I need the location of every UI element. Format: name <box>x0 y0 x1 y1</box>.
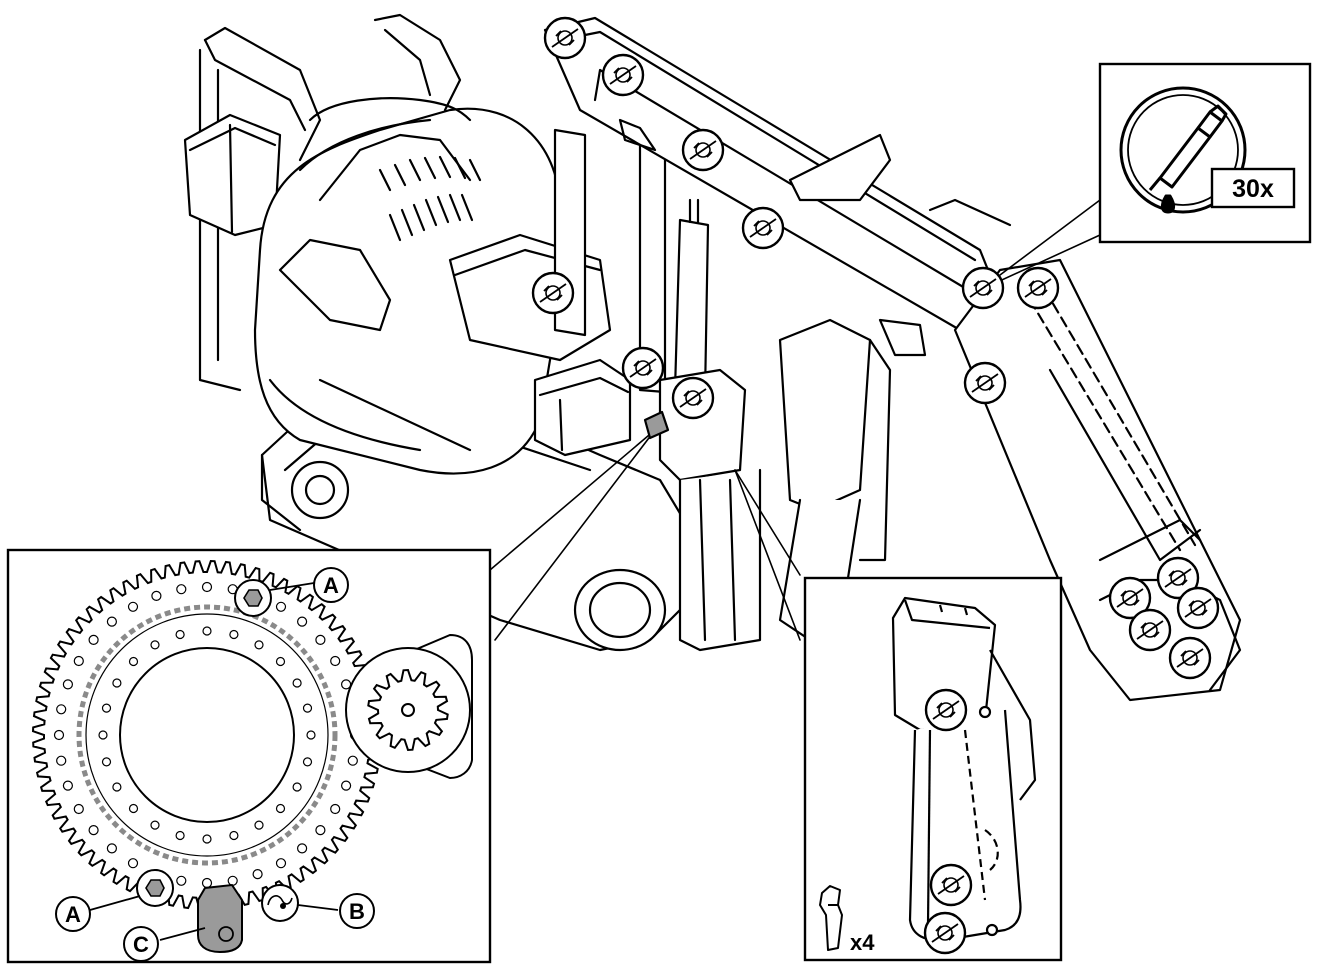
bolt-hole <box>101 757 112 767</box>
bolt-hole <box>73 803 84 815</box>
upper-boom <box>543 16 1012 332</box>
callout-a-bottom-label: A <box>65 902 81 927</box>
callout-a-top: A <box>313 567 349 603</box>
outrigger-count-label: x4 <box>850 930 875 955</box>
bolt-hole <box>53 729 65 741</box>
grease-nipple-a-bottom <box>89 869 174 911</box>
bolt-hole <box>229 830 239 841</box>
callout-b: B <box>339 893 375 929</box>
bolt-hole <box>202 626 212 636</box>
pinion-teeth <box>367 668 449 752</box>
grease-count-label: 30x <box>1232 175 1274 203</box>
bolt-hole <box>151 590 162 602</box>
bolt-hole <box>176 584 187 595</box>
bolt-hole <box>347 755 358 766</box>
drive-pinion <box>345 633 473 780</box>
slewing-column <box>658 318 927 652</box>
bolt-hole <box>112 782 122 792</box>
bolt-hole <box>275 858 287 869</box>
callout-a-top-label: A <box>323 573 339 598</box>
grease-inset: 30x <box>1098 62 1312 244</box>
bolt-hole <box>201 581 213 593</box>
bolt-hole <box>302 703 313 713</box>
bolt-hole <box>175 830 185 841</box>
grease-nipple-icon <box>819 885 843 951</box>
bolt-hole <box>297 843 308 854</box>
bolt-hole <box>275 601 287 612</box>
bolt-hole <box>98 730 108 740</box>
grease-point-b <box>261 884 339 922</box>
bolt-hole <box>106 616 118 627</box>
bolt-hole <box>297 616 308 627</box>
bolt-hole <box>330 655 341 667</box>
callout-b-label: B <box>349 899 365 924</box>
control-box <box>183 113 282 237</box>
bolt-hole <box>175 629 185 640</box>
bolt-hole <box>330 803 341 815</box>
inner-bolt-holes <box>98 626 316 844</box>
bolt-hole <box>88 824 99 836</box>
callout-c: C <box>123 926 159 962</box>
grease-gun-icon <box>1148 104 1228 214</box>
bolt-hole <box>292 782 302 792</box>
callout-c-label: C <box>133 932 149 957</box>
bolt-hole <box>73 655 84 667</box>
slew-grease-nipple <box>643 410 670 440</box>
bolt-hole <box>127 601 139 612</box>
bracket-c <box>159 883 243 954</box>
grease-nipple-a-top <box>234 579 315 617</box>
slewing-inset: A A B C <box>6 548 492 964</box>
bolt-hole <box>275 803 286 814</box>
bolt-hole <box>106 843 118 854</box>
bolt-hole <box>150 640 160 650</box>
bolt-hole <box>254 820 264 830</box>
bolt-hole <box>112 678 122 688</box>
bolt-hole <box>254 640 264 650</box>
bolt-hole <box>315 824 326 836</box>
bolt-hole <box>176 875 187 886</box>
bolt-hole <box>128 803 139 814</box>
bolt-hole <box>229 629 239 640</box>
bolt-hole <box>275 656 286 667</box>
bolt-hole <box>101 703 112 713</box>
machine-illustration <box>183 13 1242 702</box>
bolt-hole <box>302 757 313 767</box>
bolt-hole <box>127 858 139 869</box>
bolt-hole <box>56 704 67 715</box>
bolt-hole <box>62 780 74 791</box>
callout-a-bottom: A <box>55 896 91 932</box>
outrigger-inset: x4 <box>803 576 1063 962</box>
bolt-hole <box>341 780 352 791</box>
bolt-hole <box>56 755 67 766</box>
bolt-hole <box>88 634 99 646</box>
bolt-hole <box>292 678 302 688</box>
bolt-hole <box>62 679 74 690</box>
slewing-ring <box>31 559 383 911</box>
bolt-hole <box>315 634 326 646</box>
bolt-hole <box>128 656 139 667</box>
bolt-hole <box>306 730 316 740</box>
grease-count-box <box>1210 167 1296 209</box>
bolt-hole <box>202 834 212 844</box>
bolt-hole <box>150 820 160 830</box>
bolt-hole <box>252 868 263 880</box>
